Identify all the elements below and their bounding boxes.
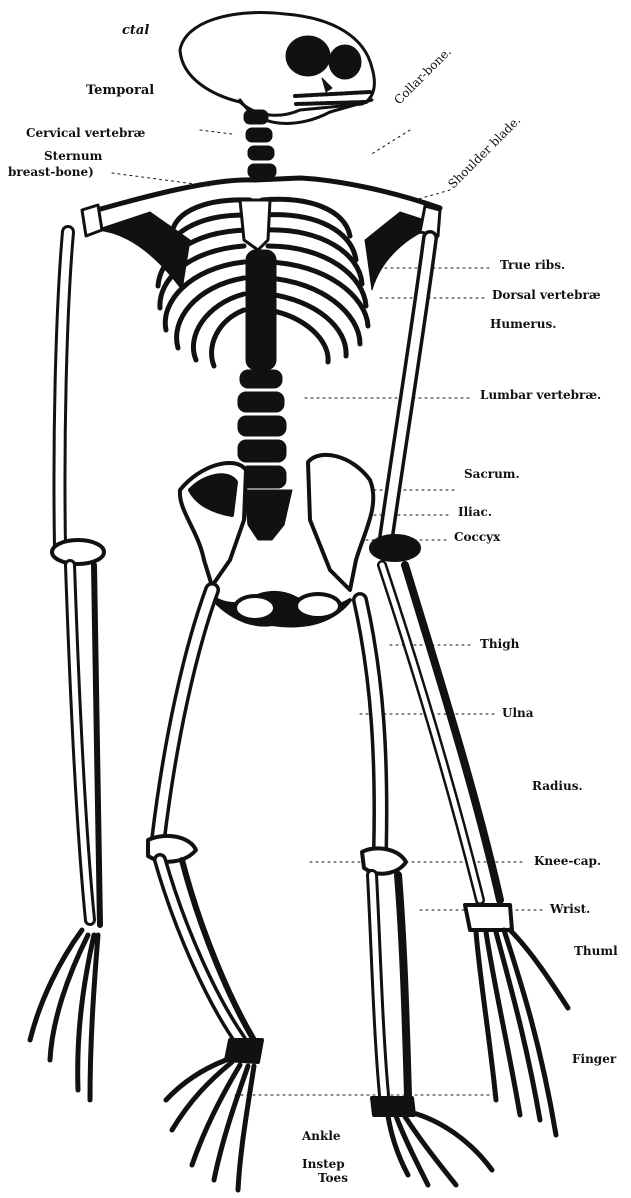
label-ankle: Ankle [302,1130,341,1142]
label-lumbar-vertebrae: Lumbar vertebræ. [480,389,601,401]
label-knee-cap: Knee-cap. [534,855,601,867]
label-humerus: Humerus. [490,318,556,330]
label-toes: Toes [318,1172,348,1184]
skull [180,13,374,124]
label-radius: Radius. [532,780,583,792]
label-temporal: Temporal [86,84,154,97]
label-sacrum: Sacrum. [464,468,520,480]
label-instep: Instep [302,1158,345,1170]
label-thigh: Thigh [480,638,519,650]
label-finger: Finger [572,1053,616,1065]
right-arm [371,238,568,1135]
label-cervical-vertebrae: Cervical vertebræ [26,127,145,139]
label-sternum: Sternum [44,150,102,162]
left-arm [30,232,104,1100]
label-dorsal-vertebrae: Dorsal vertebræ [492,289,601,301]
left-leg [148,590,262,1190]
label-true-ribs: True ribs. [500,259,565,271]
label-coccyx: Coccyx [454,531,500,543]
label-iliac: Iliac. [458,506,492,518]
label-thumb: Thuml [574,945,618,957]
label-wrist: Wrist. [550,903,590,915]
label-frontal: ctal [122,24,149,37]
label-breast-bone: breast-bone) [8,166,94,178]
label-ulna: Ulna [502,707,534,719]
